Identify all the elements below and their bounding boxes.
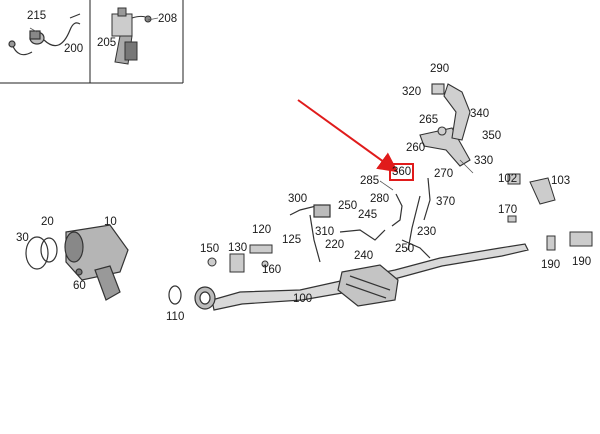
exhaust-pipe (211, 243, 529, 311)
callout-160: 160 (262, 264, 282, 276)
callout-200: 200 (64, 43, 84, 55)
callout-102: 102 (498, 173, 518, 185)
upper-bracket-assembly (419, 83, 471, 167)
callout-120: 120 (252, 224, 272, 236)
callout-125: 125 (282, 234, 302, 246)
callout-230: 230 (417, 226, 437, 238)
callout-350: 350 (482, 130, 502, 142)
callout-285: 285 (360, 175, 380, 187)
callout-190-right: 190 (572, 256, 592, 268)
oxygen-sensor-part (8, 13, 81, 56)
callout-260: 260 (406, 142, 426, 154)
callout-290: 290 (430, 63, 450, 75)
callout-330: 330 (474, 155, 494, 167)
callout-103: 103 (551, 175, 571, 187)
callout-110: 110 (166, 311, 185, 323)
callout-250-upper: 250 (338, 200, 358, 212)
callout-130: 130 (228, 242, 248, 254)
sensor-wires (289, 177, 431, 263)
callout-205: 205 (97, 37, 117, 49)
catalytic-converter-part (25, 224, 129, 301)
highlight-arrow (297, 99, 399, 173)
callout-250-lower: 250 (395, 243, 415, 255)
callout-30: 30 (16, 232, 29, 244)
callout-360-highlighted: 360 (388, 163, 415, 181)
callout-320: 320 (402, 86, 422, 98)
callout-215: 215 (27, 10, 47, 22)
sensor-module-part (111, 7, 152, 65)
callout-280: 280 (370, 193, 390, 205)
callout-310: 310 (315, 226, 335, 238)
callout-60: 60 (73, 280, 86, 292)
callout-340: 340 (470, 108, 490, 120)
hanger-brackets (207, 173, 593, 273)
callout-240: 240 (354, 250, 374, 262)
callout-300: 300 (288, 193, 308, 205)
callout-220: 220 (325, 239, 345, 251)
front-flange-part (168, 285, 216, 310)
callout-190-left: 190 (541, 259, 561, 271)
callout-20: 20 (41, 216, 54, 228)
callout-265: 265 (419, 114, 439, 126)
callout-150: 150 (200, 243, 220, 255)
callout-100: 100 (293, 293, 313, 305)
callout-245: 245 (358, 209, 378, 221)
leader-lines (29, 17, 474, 191)
inset-frame (0, 0, 184, 84)
callout-170: 170 (498, 204, 518, 216)
callout-10: 10 (104, 216, 117, 228)
callout-370: 370 (436, 196, 456, 208)
callout-208: 208 (158, 13, 178, 25)
callout-270: 270 (434, 168, 454, 180)
